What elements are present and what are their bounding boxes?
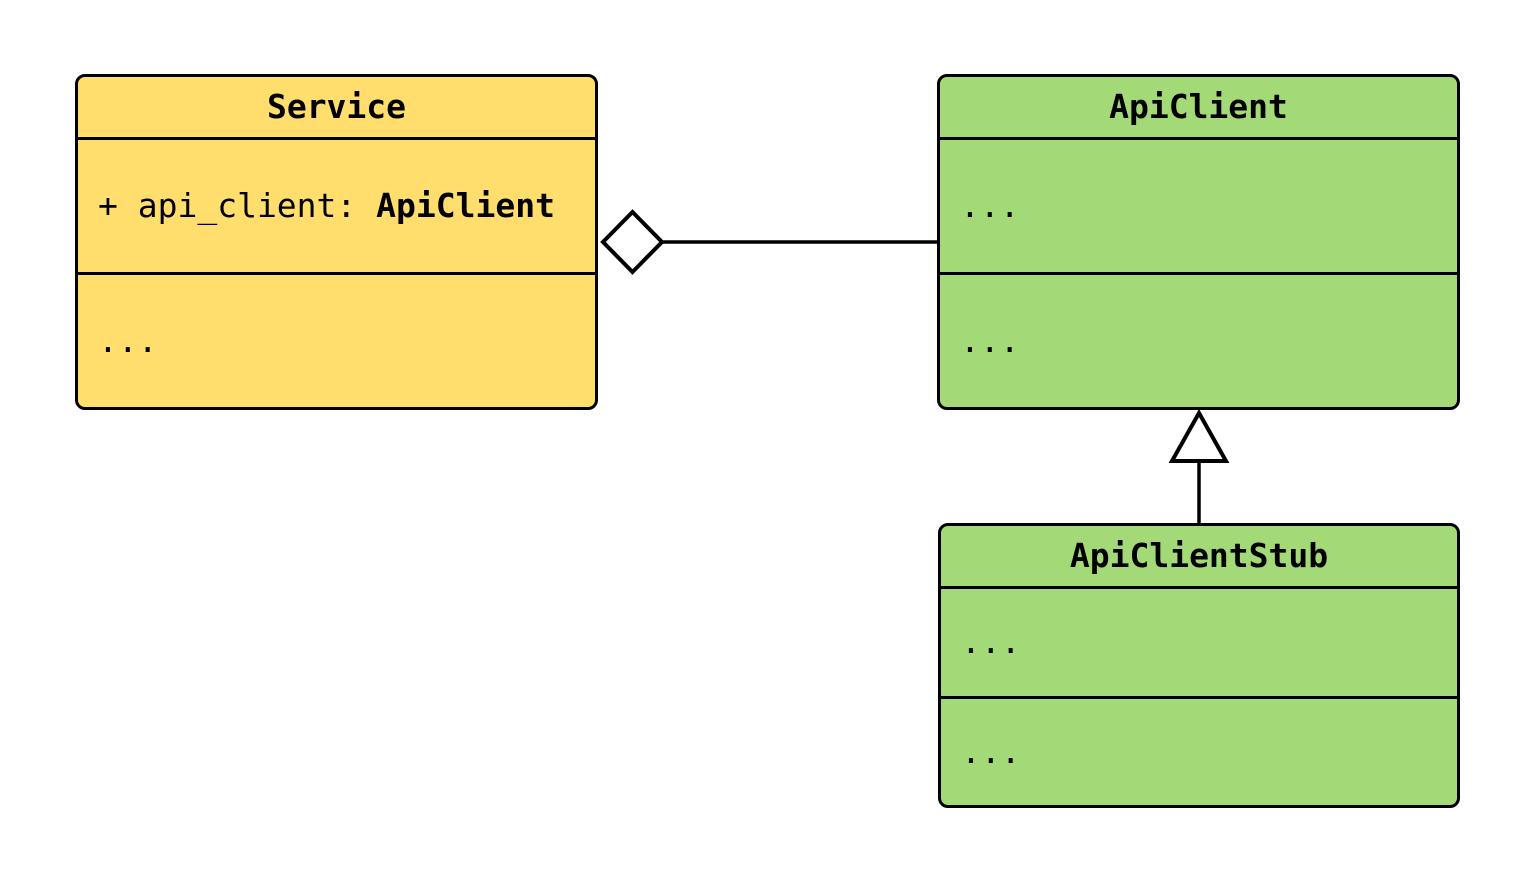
class-apiclientstub-methods: ... <box>941 695 1457 806</box>
class-service-methods: ... <box>78 272 595 407</box>
inheritance-triangle-icon <box>1168 408 1230 463</box>
class-apiclient-methods: ... <box>940 272 1457 407</box>
class-apiclient: ApiClient ... ... <box>937 74 1460 410</box>
aggregation-diamond-icon <box>600 209 665 275</box>
class-apiclientstub-attributes: ... <box>941 589 1457 696</box>
class-service: Service + api_client: ApiClient ... <box>75 74 598 410</box>
attribute-type: ApiClient <box>376 185 555 225</box>
class-apiclient-attributes: ... <box>940 140 1457 272</box>
class-apiclientstub: ApiClientStub ... ... <box>938 523 1460 808</box>
attributes-ellipsis: ... <box>960 185 1020 225</box>
methods-ellipsis: ... <box>98 320 158 360</box>
attribute-name: + api_client: <box>98 185 377 225</box>
class-service-title: Service <box>78 77 595 140</box>
class-apiclientstub-title: ApiClientStub <box>941 526 1457 589</box>
class-apiclient-title: ApiClient <box>940 77 1457 140</box>
attributes-ellipsis: ... <box>961 622 1021 662</box>
methods-ellipsis: ... <box>961 731 1021 771</box>
class-service-attributes: + api_client: ApiClient <box>78 140 595 272</box>
methods-ellipsis: ... <box>960 320 1020 360</box>
